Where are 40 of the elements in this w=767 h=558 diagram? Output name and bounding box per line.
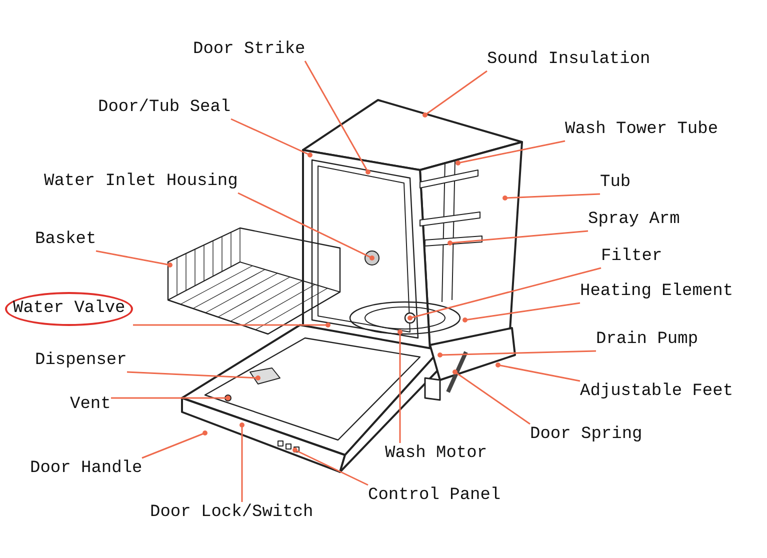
- part-label: Door Lock/Switch: [150, 502, 314, 524]
- leader-line: [142, 430, 208, 459]
- part-label: Tub: [600, 172, 631, 194]
- leader-line: [238, 192, 374, 260]
- part-label: Wash Tower Tube: [565, 119, 718, 141]
- leader-line: [496, 362, 580, 382]
- leader-line: [126, 371, 260, 380]
- leader-line: [398, 330, 402, 443]
- leader-line: [304, 60, 370, 174]
- part-label: Door/Tub Seal: [98, 97, 231, 119]
- leader-line: [448, 230, 588, 246]
- part-label: Adjustable Feet: [580, 381, 734, 403]
- leader-line: [133, 322, 330, 328]
- leader-line: [502, 193, 600, 200]
- part-label: Sound Insulation: [487, 49, 650, 71]
- leader-line: [230, 118, 312, 158]
- part-label: Heating Element: [580, 281, 734, 303]
- leader-line: [456, 140, 566, 166]
- part-label: Spray Arm: [588, 209, 680, 231]
- leader-line: [438, 350, 596, 358]
- part-label: Wash Motor: [385, 443, 488, 465]
- leader-line: [422, 70, 488, 118]
- leader-line: [240, 422, 244, 502]
- part-label: Basket: [35, 229, 96, 251]
- leader-line: [462, 302, 580, 322]
- part-label: Door Strike: [193, 39, 306, 61]
- leader-line: [111, 396, 230, 400]
- leader-line: [96, 250, 172, 268]
- part-label: Drain Pump: [596, 329, 698, 351]
- part-label: Vent: [70, 394, 111, 416]
- part-label: Water Inlet Housing: [44, 171, 238, 193]
- part-label: Control Panel: [368, 485, 501, 507]
- part-label: Filter: [601, 246, 662, 268]
- part-label: Door Handle: [30, 458, 142, 480]
- circled-part-label: Water Valve: [5, 292, 134, 326]
- leader-line: [292, 448, 368, 486]
- leader-line: [452, 370, 530, 425]
- part-label: Door Spring: [530, 424, 642, 446]
- part-label: Dispenser: [35, 350, 127, 372]
- leader-line: [408, 267, 602, 320]
